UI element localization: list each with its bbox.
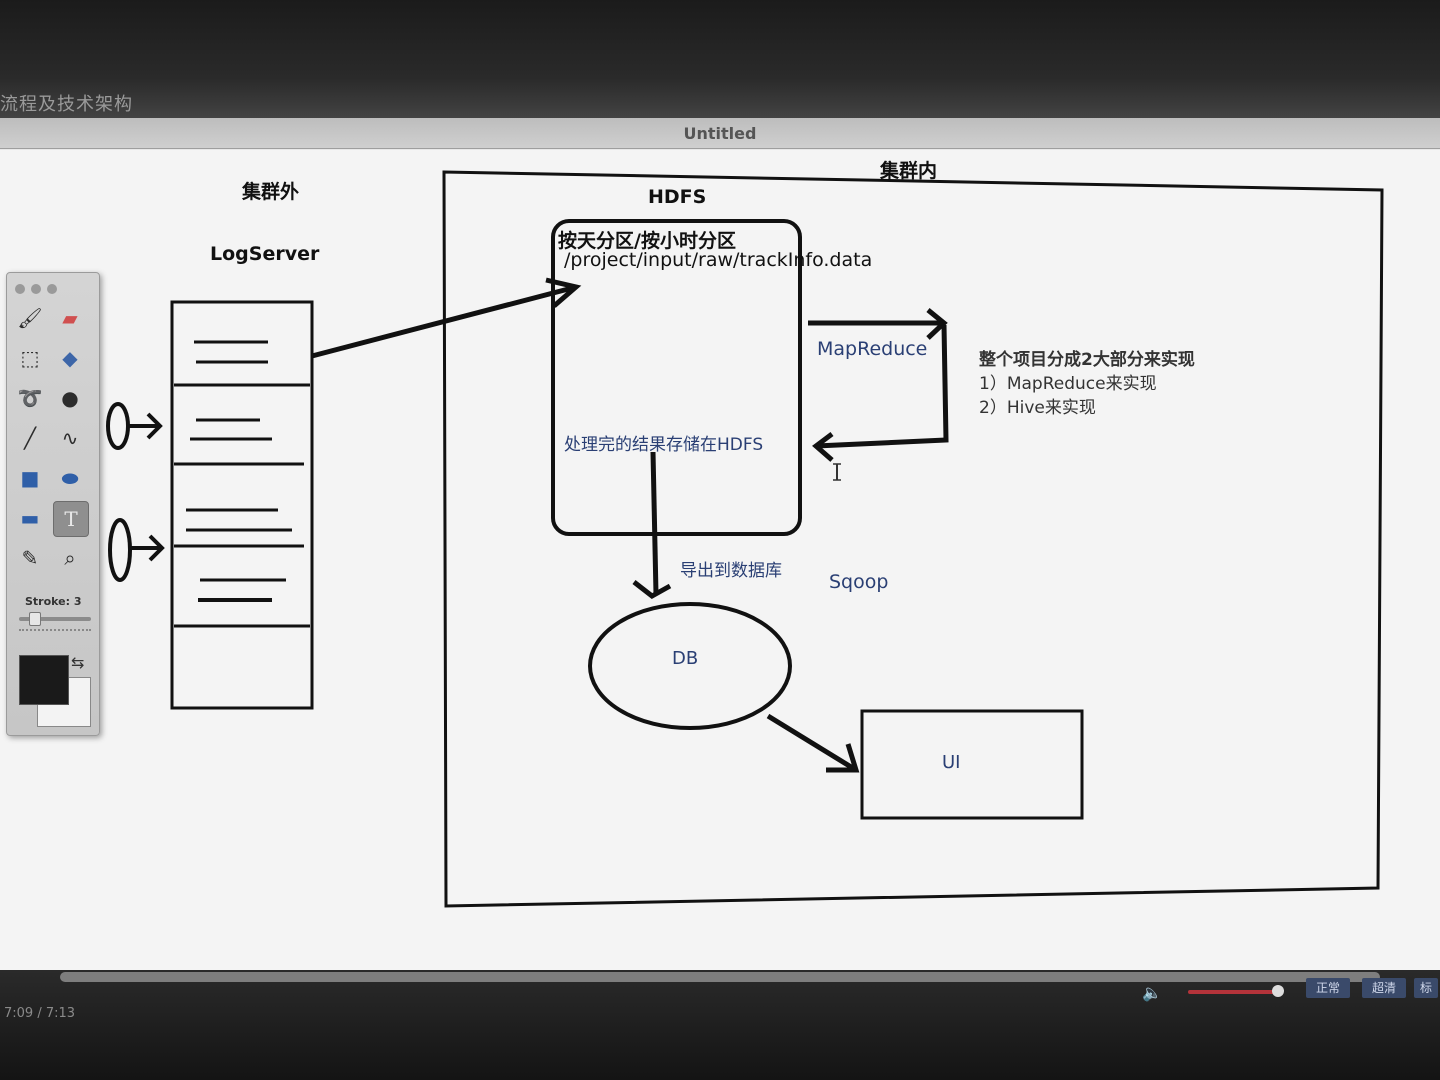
text-cursor-icon <box>833 463 841 481</box>
export-to-db-label: 导出到数据库 <box>680 561 782 581</box>
video-progress-bar[interactable] <box>60 972 1380 982</box>
notes-line-1: 1）MapReduce来实现 <box>979 374 1157 394</box>
caption-button[interactable]: 标 <box>1414 978 1439 998</box>
input-symbol-1 <box>106 402 163 450</box>
inside-cluster-label: 集群内 <box>880 160 938 182</box>
lasso-icon[interactable]: ➰ <box>17 386 43 410</box>
fill-bucket-icon[interactable]: ◆ <box>62 346 78 370</box>
arrow-hdfs-to-db <box>632 451 672 599</box>
brush-icon[interactable]: 🖌 <box>17 306 43 330</box>
tool-palette: 🖌 ▰ ⬚ ◆ ➰ ● ╱ ∿ ■ ⬬ ▬ T ✎ ⌕ Stroke: 3 ⇆ <box>6 272 100 736</box>
outside-cluster-label: 集群外 <box>242 181 300 203</box>
curve-icon[interactable]: ∿ <box>61 426 79 450</box>
log-server-label: LogServer <box>210 243 320 265</box>
eraser-icon[interactable]: ▰ <box>62 306 78 330</box>
arrow-db-to-ui <box>766 713 860 773</box>
eyedropper-icon[interactable]: ✎ <box>21 546 39 570</box>
stroke-slider-knob[interactable] <box>29 612 41 626</box>
volume-slider-knob[interactable] <box>1272 985 1284 997</box>
palette-window-controls <box>15 279 63 298</box>
input-symbol-2 <box>108 518 165 582</box>
bomb-icon[interactable]: ● <box>61 386 79 410</box>
ui-box <box>860 709 1084 820</box>
hdfs-box <box>551 219 802 536</box>
db-label: DB <box>672 648 699 669</box>
volume-slider[interactable] <box>1188 990 1278 994</box>
app-titlebar <box>0 118 1440 149</box>
arrow-hdfs-to-mapreduce <box>808 308 948 340</box>
notes-line-2: 2）Hive来实现 <box>979 398 1096 418</box>
stroke-label: Stroke: 3 <box>25 595 82 608</box>
swap-colors-icon[interactable]: ⇆ <box>71 653 85 672</box>
ellipse-icon[interactable]: ⬬ <box>61 466 79 490</box>
speaker-icon[interactable]: 🔈 <box>1142 983 1162 1002</box>
rect-select-icon[interactable]: ⬚ <box>20 346 40 370</box>
hdfs-partition-label: 按天分区/按小时分区 <box>558 230 736 252</box>
drawing-canvas[interactable] <box>0 150 1440 970</box>
stroke-slider-ticks <box>19 629 91 631</box>
stroke-slider[interactable] <box>19 617 91 621</box>
foreground-color-swatch[interactable] <box>19 655 69 705</box>
db-ellipse <box>588 602 792 730</box>
magnifier-icon[interactable]: ⌕ <box>64 546 76 570</box>
notes-title: 整个项目分成2大部分来实现 <box>979 350 1195 370</box>
cluster-boundary <box>442 170 1384 908</box>
arrow-logserver-to-hdfs <box>311 277 582 359</box>
processed-result-label: 处理完的结果存储在HDFS <box>564 435 764 455</box>
video-title: 流程及技术架构 <box>0 94 133 115</box>
hdfs-path-label: /project/input/raw/trackInfo.data <box>564 249 873 271</box>
log-server-box <box>170 300 314 710</box>
line-icon[interactable]: ╱ <box>23 426 37 450</box>
hdfs-label: HDFS <box>648 186 707 208</box>
video-time-label: 7:09 / 7:13 <box>4 1006 76 1021</box>
rounded-rect-icon[interactable]: ▬ <box>20 506 40 530</box>
video-top-bar <box>0 0 1440 130</box>
ui-label: UI <box>942 752 961 773</box>
quality-button[interactable]: 超清 <box>1362 978 1407 998</box>
app-title: Untitled <box>683 124 757 143</box>
text-icon[interactable]: T <box>53 501 89 537</box>
video-controls-bar <box>0 970 1440 1080</box>
rectangle-icon[interactable]: ■ <box>20 466 40 490</box>
arrow-mapreduce-back-to-hdfs <box>812 324 949 462</box>
speed-button[interactable]: 正常 <box>1306 978 1351 998</box>
mapreduce-label: MapReduce <box>817 338 928 360</box>
sqoop-label: Sqoop <box>829 571 889 593</box>
